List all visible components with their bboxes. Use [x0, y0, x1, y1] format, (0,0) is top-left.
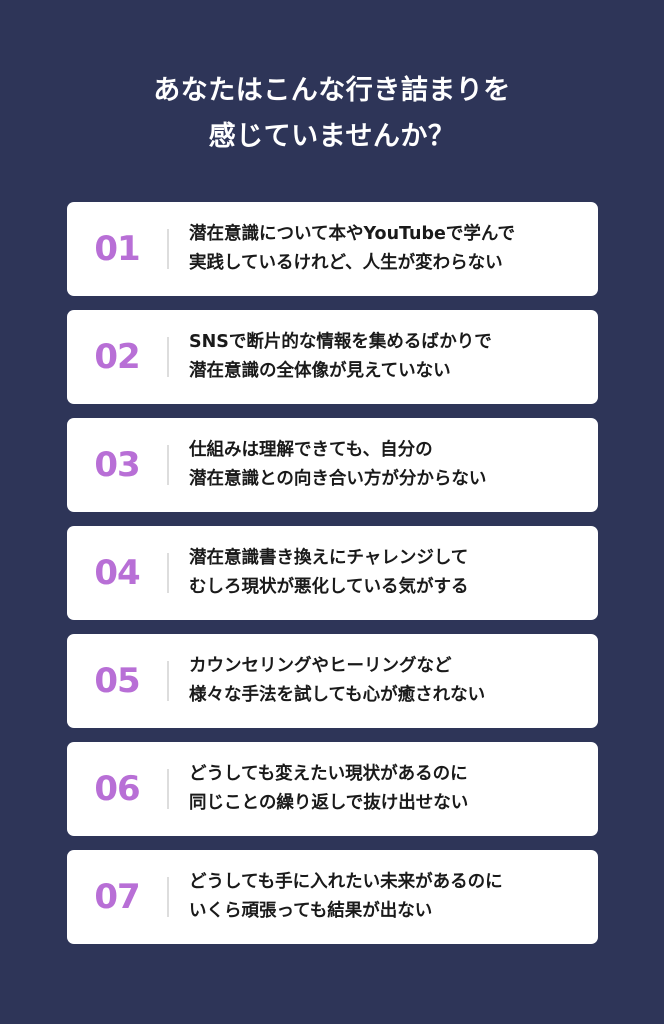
item-line: 潜在意識の全体像が見えていない: [189, 361, 451, 381]
divider: [167, 661, 169, 701]
problem-card: 01 潜在意識について本やYouTubeで学んで実践しているけれど、人生が変わらな…: [67, 202, 598, 296]
item-number: 01: [94, 229, 140, 269]
item-line: いくら頑張っても結果が出ない: [189, 901, 433, 921]
item-line: 潜在意識との向き合い方が分からない: [189, 469, 487, 489]
item-line: 様々な手法を試しても心が癒されない: [189, 685, 486, 705]
item-line: むしろ現状が悪化している気がする: [189, 577, 469, 597]
page-title: あなたはこんな行き詰まりを 感じていませんか？: [0, 68, 664, 160]
item-text: 仕組みは理解できても、自分の潜在意識との向き合い方が分からない: [189, 436, 486, 494]
problem-card: 02 SNSで断片的な情報を集めるばかりで潜在意識の全体像が見えていない: [67, 310, 598, 404]
item-line: カウンセリングやヒーリングなど: [189, 656, 452, 676]
problem-card: 07 どうしても手に入れたい未来があるのにいくら頑張っても結果が出ない: [67, 850, 598, 944]
problem-card: 03 仕組みは理解できても、自分の潜在意識との向き合い方が分からない: [67, 418, 598, 512]
item-text: 潜在意識について本やYouTubeで学んで実践しているけれど、人生が変わらない: [189, 220, 515, 278]
item-number: 06: [94, 769, 140, 809]
divider: [167, 229, 169, 269]
item-text: カウンセリングやヒーリングなど様々な手法を試しても心が癒されない: [189, 652, 485, 710]
item-line: 同じことの繰り返しで抜け出せない: [189, 793, 469, 813]
problem-card: 05 カウンセリングやヒーリングなど様々な手法を試しても心が癒されない: [67, 634, 598, 728]
item-line: 潜在意識書き換えにチャレンジして: [189, 548, 469, 568]
item-number: 05: [94, 661, 140, 701]
title-line-2: 感じていませんか？: [208, 121, 456, 152]
item-text: どうしても変えたい現状があるのに同じことの繰り返しで抜け出せない: [189, 760, 468, 818]
problem-card: 04 潜在意識書き換えにチャレンジしてむしろ現状が悪化している気がする: [67, 526, 598, 620]
item-line: 仕組みは理解できても、自分の: [189, 440, 433, 460]
item-line: 潜在意識について本やYouTubeで学んで: [189, 224, 516, 244]
item-line: どうしても変えたい現状があるのに: [189, 764, 468, 784]
item-number: 02: [94, 337, 140, 377]
divider: [167, 553, 169, 593]
divider: [167, 877, 169, 917]
item-number: 07: [94, 877, 140, 917]
item-line: 実践しているけれど、人生が変わらない: [189, 253, 503, 273]
problem-list: 01 潜在意識について本やYouTubeで学んで実践しているけれど、人生が変わらな…: [67, 202, 598, 958]
item-line: SNSで断片的な情報を集めるばかりで: [189, 332, 492, 352]
item-number: 04: [94, 553, 140, 593]
item-text: どうしても手に入れたい未来があるのにいくら頑張っても結果が出ない: [189, 868, 503, 926]
title-line-1: あなたはこんな行き詰まりを: [153, 75, 511, 106]
item-text: SNSで断片的な情報を集めるばかりで潜在意識の全体像が見えていない: [189, 328, 492, 386]
item-line: どうしても手に入れたい未来があるのに: [189, 872, 503, 892]
problem-card: 06 どうしても変えたい現状があるのに同じことの繰り返しで抜け出せない: [67, 742, 598, 836]
item-number: 03: [94, 445, 140, 485]
item-text: 潜在意識書き換えにチャレンジしてむしろ現状が悪化している気がする: [189, 544, 468, 602]
divider: [167, 445, 169, 485]
divider: [167, 337, 169, 377]
divider: [167, 769, 169, 809]
